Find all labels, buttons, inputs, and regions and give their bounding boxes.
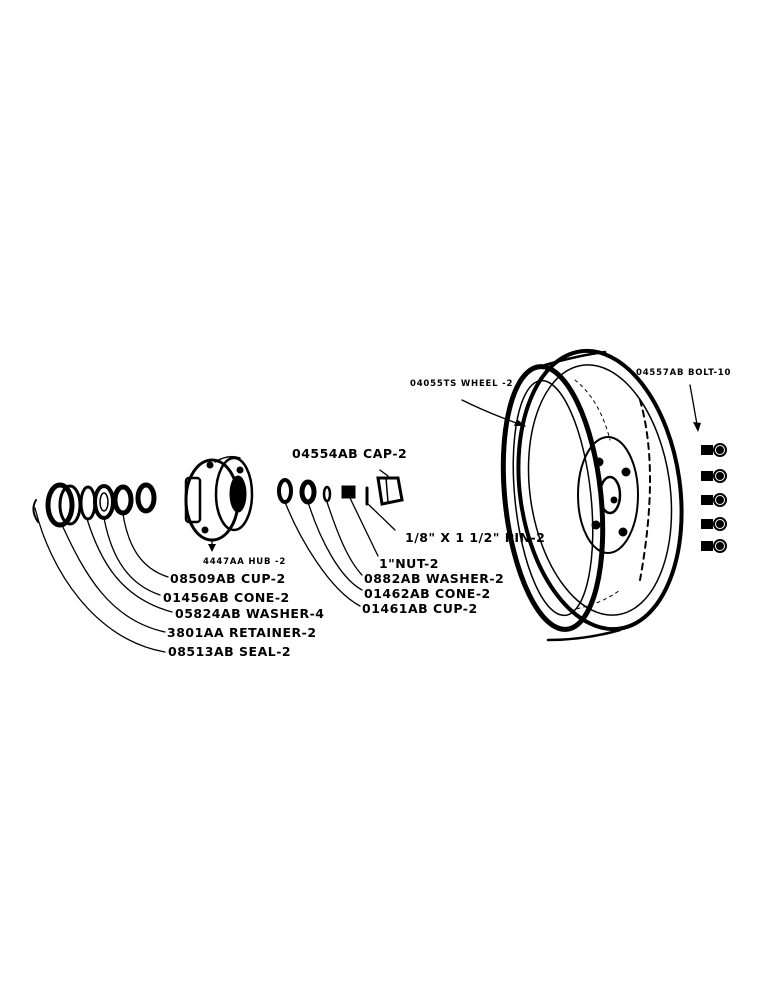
- label-washer-large: 05824AB WASHER-4: [175, 606, 325, 621]
- cone-large-icon: [93, 484, 115, 520]
- nut-icon: [341, 485, 356, 499]
- cup-large-icon: [112, 482, 157, 516]
- cone-small-icon: [299, 479, 317, 505]
- label-washer-small: 0882AB WASHER-2: [364, 571, 505, 586]
- label-cup-large: 08509AB CUP-2: [170, 571, 286, 586]
- wheel-rim: [500, 348, 684, 642]
- retainer-icon: [45, 482, 82, 528]
- washer-large-icon: [79, 485, 97, 521]
- hub-icon: [184, 455, 254, 542]
- label-cone-large: 01456AB CONE-2: [163, 590, 290, 605]
- cup-small-icon: [277, 478, 293, 504]
- label-seal: 08513AB SEAL-2: [168, 644, 292, 659]
- washer-small-icon: [322, 485, 332, 503]
- label-cone-small: 01462AB CONE-2: [364, 586, 491, 601]
- leader-arrowheads: [208, 419, 701, 552]
- label-nut: 1"NUT-2: [379, 556, 439, 571]
- label-bolt: 04557AB BOLT-10: [636, 368, 732, 378]
- cap-icon: [376, 476, 404, 506]
- label-wheel: 04055TS WHEEL -2: [410, 379, 514, 389]
- seal-icon: [32, 499, 39, 523]
- label-hub: 4447AA HUB -2: [203, 557, 287, 567]
- label-retainer: 3801AA RETAINER-2: [167, 625, 317, 640]
- leader-lines: [34, 384, 699, 653]
- wheel-center-disc: [577, 436, 639, 554]
- wheel-bolt-icon: [701, 443, 727, 553]
- label-cap: 04554AB CAP-2: [292, 446, 408, 461]
- label-cup-small: 01461AB CUP-2: [362, 601, 478, 616]
- label-pin: 1/8" X 1 1/2" PIN-2: [405, 530, 546, 545]
